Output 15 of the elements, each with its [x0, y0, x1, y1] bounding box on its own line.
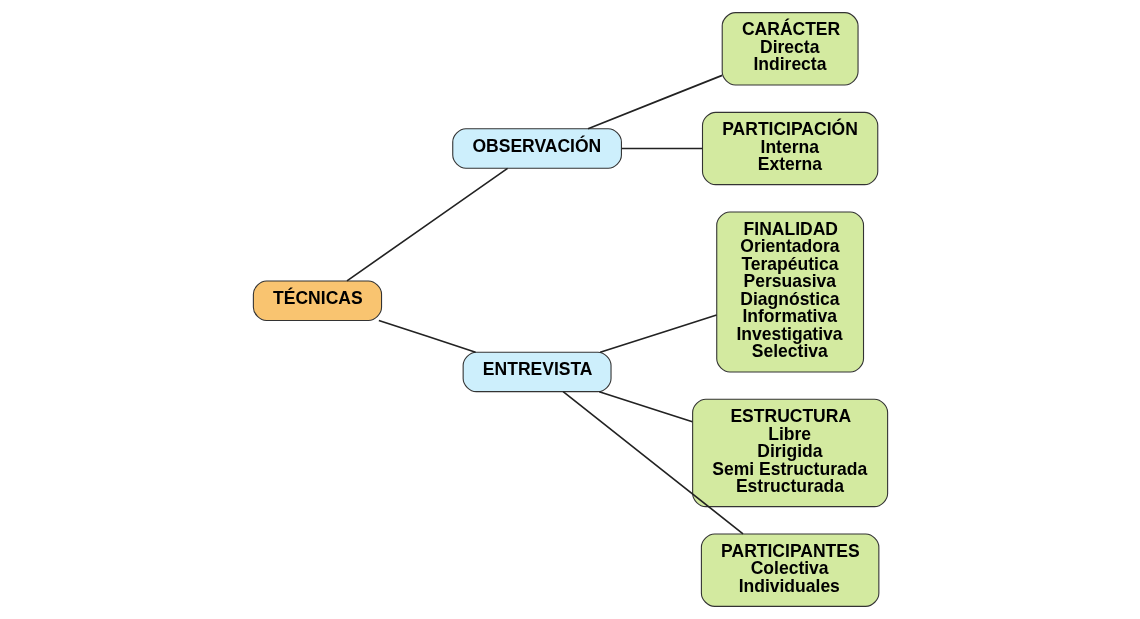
connector	[620, 147, 703, 150]
connector	[377, 319, 476, 353]
connector	[597, 390, 693, 423]
node-box: PARTICIPANTES Colectiva Individuales	[700, 533, 879, 607]
node-box: PARTICIPACIÓN Interna Externa	[701, 111, 878, 186]
connector	[561, 390, 744, 535]
node-box: CARÁCTER Directa Indirecta	[721, 12, 859, 86]
connector	[598, 314, 717, 353]
node-box: ENTREVISTA	[462, 351, 612, 393]
connector	[345, 167, 508, 282]
node-box: FINALIDAD Orientadora Terapéutica Persuasiva Diagnóstica Informativa Investigativa Selectiva	[715, 211, 864, 373]
node-box: ESTRUCTURA Libre Dirigida Semi Estructurada Estructurada	[691, 398, 888, 508]
connector	[586, 74, 723, 130]
node-box: TÉCNICAS	[252, 280, 382, 321]
node-box: OBSERVACIÓN	[451, 128, 622, 169]
